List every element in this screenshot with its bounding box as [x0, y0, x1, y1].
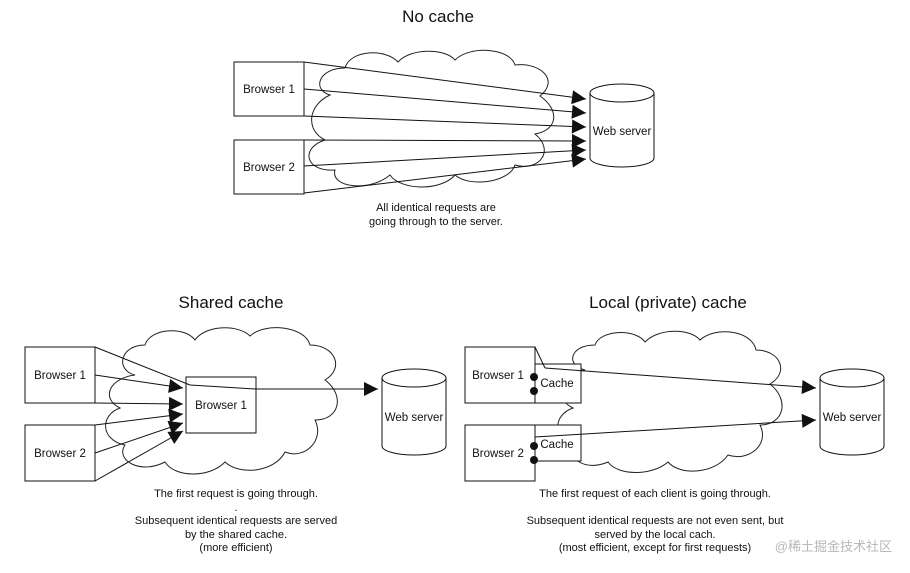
- local-browser-1-label: Browser 1: [472, 370, 524, 382]
- no-cache-title: No cache: [402, 7, 474, 26]
- shared-arrow-1a: [94, 346, 191, 386]
- local-caption-line-4: (most efficient, except for first reques…: [559, 542, 751, 554]
- shared-proxy-label: Browser 1: [195, 400, 247, 412]
- local-connector-dot-3: [530, 442, 538, 450]
- shared-proxy-box: [185, 376, 257, 434]
- local-web-server: [819, 368, 885, 456]
- shared-arrow-6: [94, 430, 184, 482]
- no-cache-browser-1-box: [233, 61, 305, 117]
- shared-browser-1-box: [24, 346, 96, 404]
- local-connector-dot-2: [530, 387, 538, 395]
- local-caption-line-3: served by the local cach.: [594, 529, 715, 541]
- shared-caption-line-4: (more efficient): [199, 542, 272, 554]
- shared-browser-2-label: Browser 2: [34, 448, 86, 460]
- no-cache-browser-2-label: Browser 2: [243, 162, 295, 174]
- local-caption-line-2: Subsequent identical requests are not ev…: [527, 515, 784, 527]
- shared-arrow-3: [94, 396, 184, 411]
- shared-caption-dot: .: [234, 502, 237, 514]
- watermark-text: @稀土掘金技术社区: [775, 539, 892, 554]
- local-browser-1-box: [464, 346, 536, 404]
- local-cache-2-label: Cache: [540, 439, 573, 451]
- no-cache-browser-2-box: [233, 139, 305, 195]
- shared-arrow-4: [94, 408, 184, 426]
- no-cache-arrow-6: [303, 153, 587, 194]
- shared-cache-section: Shared cache Browser 1 Browser 2 Browser…: [24, 293, 447, 554]
- shared-web-server: [381, 368, 447, 456]
- local-connector-dot-4: [530, 456, 538, 464]
- no-cache-caption-line-2: going through to the server.: [369, 216, 503, 228]
- no-cache-arrow-2: [303, 88, 587, 119]
- no-cache-caption-line-1: All identical requests are: [376, 202, 496, 214]
- shared-arrow-1b: [189, 384, 257, 390]
- shared-arrow-2: [94, 374, 184, 393]
- shared-cache-title: Shared cache: [179, 293, 284, 312]
- local-connector-dot-1: [530, 373, 538, 381]
- no-cache-browser-1-label: Browser 1: [243, 84, 295, 96]
- shared-server-label: Web server: [385, 412, 444, 424]
- local-caption-line-1: The first request of each client is goin…: [539, 488, 771, 500]
- no-cache-arrow-5: [303, 143, 587, 167]
- no-cache-web-server: [589, 83, 655, 168]
- local-arrow-1a: [534, 346, 546, 369]
- no-cache-cloud: [308, 49, 555, 188]
- local-cache-title: Local (private) cache: [589, 293, 747, 312]
- shared-caption-line-1: The first request is going through.: [154, 488, 318, 500]
- no-cache-server-label: Web server: [593, 126, 652, 138]
- shared-browser-1-label: Browser 1: [34, 370, 86, 382]
- local-cache-cloud: [557, 330, 783, 473]
- local-browser-2-label: Browser 2: [472, 448, 524, 460]
- local-browser-2-box: [464, 424, 536, 482]
- no-cache-arrow-3: [303, 115, 587, 134]
- no-cache-arrow-4: [303, 133, 587, 148]
- shared-caption-line-2: Subsequent identical requests are served: [135, 515, 337, 527]
- no-cache-arrow-1: [303, 61, 587, 105]
- local-arrow-2: [534, 413, 817, 438]
- shared-caption-line-3: by the shared cache.: [185, 529, 287, 541]
- no-cache-section: No cache Browser 1 Browser 2 Web server …: [233, 7, 655, 228]
- local-server-label: Web server: [823, 412, 882, 424]
- local-cache-1-label: Cache: [540, 378, 573, 390]
- shared-arrow-5: [94, 420, 184, 454]
- shared-browser-2-box: [24, 424, 96, 482]
- local-cache-2-box: [532, 424, 582, 462]
- local-cache-section: Local (private) cache Cache Cache Browse…: [464, 293, 885, 554]
- local-arrow-1b: [544, 367, 817, 394]
